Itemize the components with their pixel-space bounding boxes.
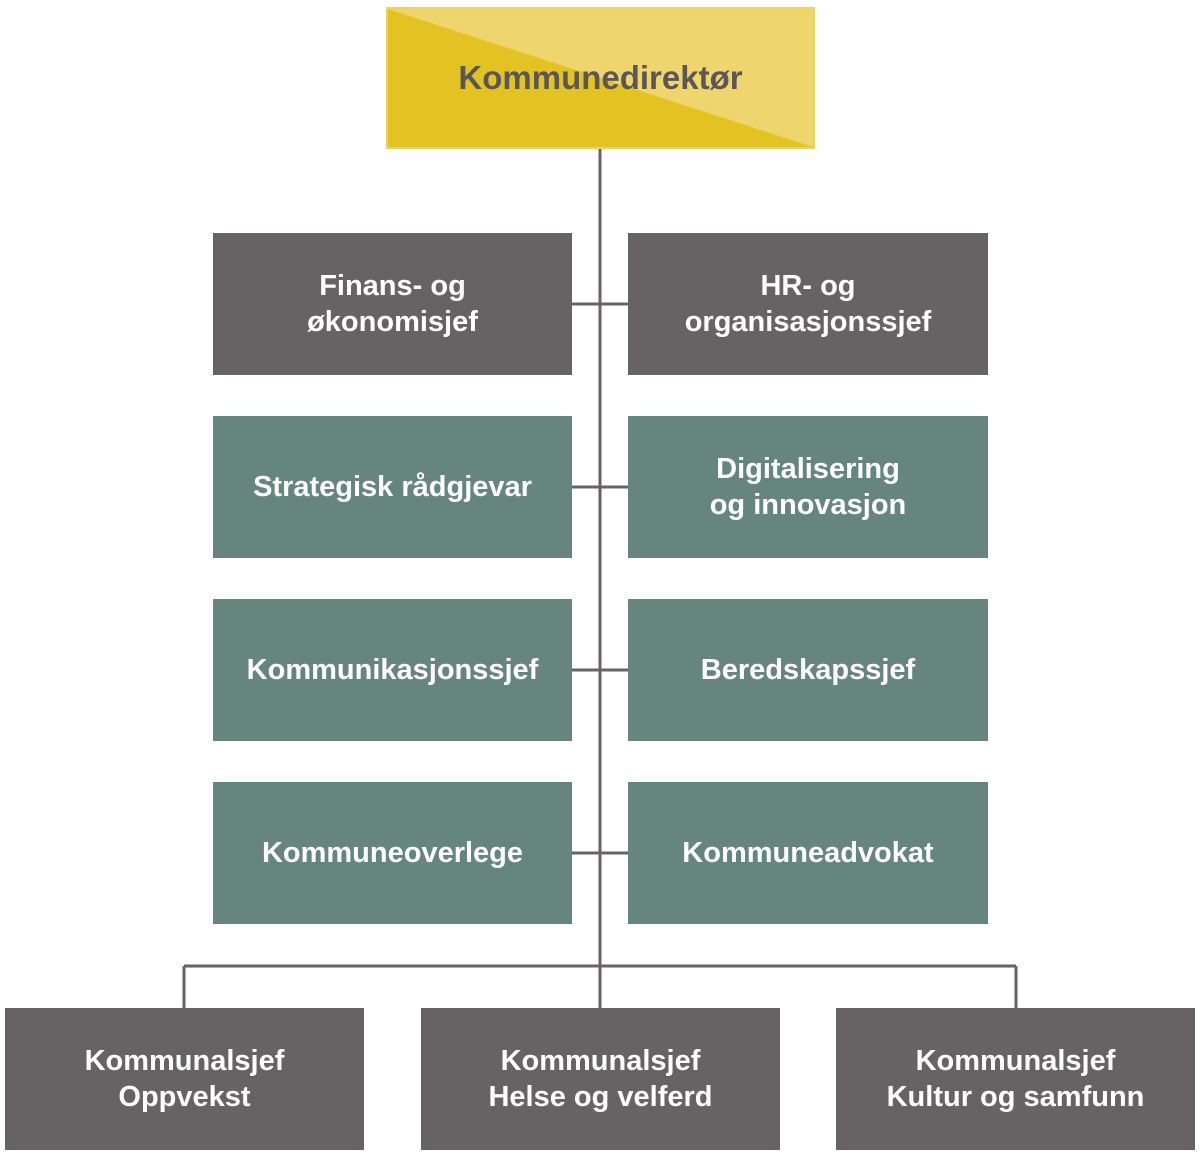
preparedness-chief-label: Beredskapssjef [700, 654, 916, 686]
hr-chief-box: HR- og organisasjonssjef [628, 233, 988, 375]
hr-chief-line1: HR- og [760, 270, 856, 302]
strategic-advisor-box: Strategisk rådgjevar [213, 416, 572, 558]
division-kultur-line2: Kultur og samfunn [886, 1081, 1145, 1113]
digitalization-line1: Digitalisering [716, 453, 900, 485]
division-kultur-box: Kommunalsjef Kultur og samfunn [836, 1008, 1195, 1150]
division-helse-line2: Helse og velferd [488, 1081, 713, 1113]
division-oppvekst-line2: Oppvekst [118, 1081, 251, 1113]
digitalization-line2: og innovasjon [709, 489, 907, 521]
chief-medical-officer-label: Kommuneoverlege [261, 837, 524, 869]
division-oppvekst-box: Kommunalsjef Oppvekst [5, 1008, 364, 1150]
communication-chief-box: Kommunikasjonssjef [213, 599, 572, 741]
preparedness-chief-box: Beredskapssjef [628, 599, 988, 741]
digitalization-box: Digitalisering og innovasjon [628, 416, 988, 558]
municipal-lawyer-box: Kommuneadvokat [628, 782, 988, 924]
municipal-lawyer-label: Kommuneadvokat [682, 837, 934, 869]
hr-chief-line2: organisasjonssjef [684, 306, 932, 338]
director-box: Kommunedirektør [386, 7, 815, 149]
director-label: Kommunedirektør [458, 59, 743, 96]
finance-chief-line1: Finans- og [319, 270, 466, 302]
strategic-advisor-label: Strategisk rådgjevar [253, 471, 532, 503]
finance-chief-line2: økonomisjef [307, 306, 478, 338]
chief-medical-officer-box: Kommuneoverlege [213, 782, 572, 924]
division-helse-line1: Kommunalsjef [500, 1045, 701, 1077]
division-helse-box: Kommunalsjef Helse og velferd [421, 1008, 780, 1150]
communication-chief-label: Kommunikasjonssjef [246, 654, 539, 686]
division-oppvekst-line1: Kommunalsjef [84, 1045, 285, 1077]
division-kultur-line1: Kommunalsjef [915, 1045, 1116, 1077]
finance-chief-box: Finans- og økonomisjef [213, 233, 572, 375]
